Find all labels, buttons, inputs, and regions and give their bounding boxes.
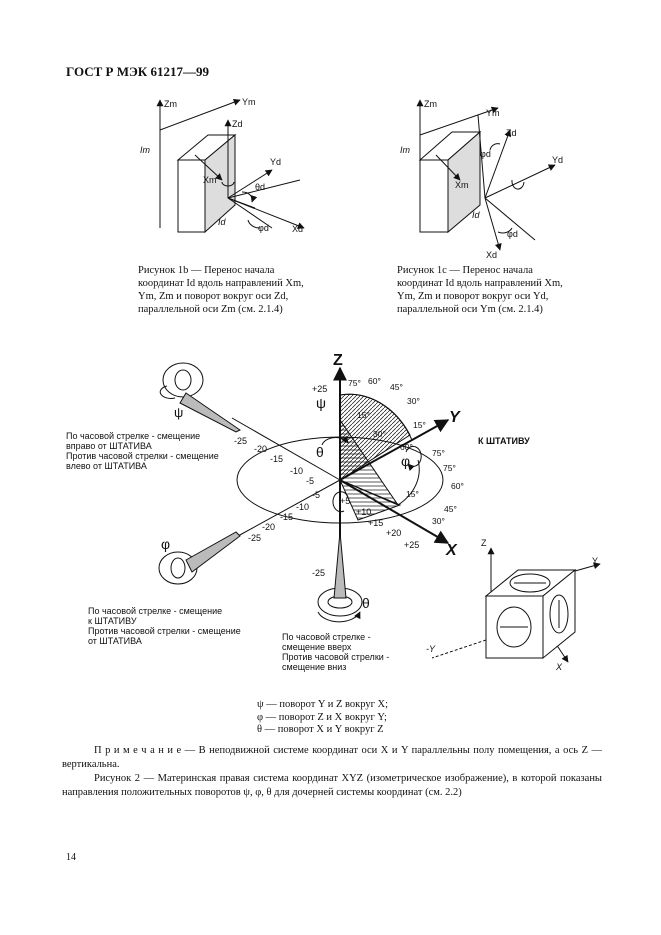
label-xd: Xd [292,224,303,234]
label-ym-c: Ym [486,108,500,118]
theta-screw-text: По часовой стрелке - смещение вверх Прот… [282,632,390,672]
phi-screw-text: По часовой стрелке - смещение к ШТАТИВУ … [88,606,241,646]
sym-psi: ψ [316,395,326,411]
angle-75-right: 75° [432,448,445,458]
sym-phi-screw: φ [161,536,170,552]
angle-60-top: 60° [368,376,381,386]
z-tick-pos: +25 [312,384,327,394]
figure-1c: Zm Ym Im Zd φd Yd Xm Id φd Xd [400,99,563,260]
label-zm: Zm [164,99,177,109]
document-header: ГОСТ Р МЭК 61217—99 [66,64,209,79]
figure-1b-caption: Рисунок 1b — Перенос начала координат Id… [138,265,304,315]
label-phi-d: φd [258,223,269,233]
y-tick-10: +10 [356,507,371,517]
axis-x: X [445,542,458,559]
label-xm-c: Xm [455,180,469,190]
z-tick-neg: -25 [312,568,325,578]
figure-2-caption: Рисунок 2 — Материнская правая система к… [62,773,602,798]
neg-tick-1: -25 [234,436,247,446]
angle-15-inner: 15° [357,410,370,420]
sym-psi-screw: ψ [174,405,183,420]
label-yd-c: Yd [552,155,563,165]
label-ym: Ym [242,97,256,107]
label-zd-c: Zd [506,128,517,138]
label-phid2-c: φd [507,229,518,239]
legend-theta: θ — поворот X и Y вокруг Z [257,724,384,735]
label-zm-c: Zm [424,99,437,109]
label-id: Id [218,217,227,227]
y-tick-5: +5 [340,496,350,506]
neg-tick-4: -10 [290,466,303,476]
axis-z: Z [333,352,343,369]
psi-screw-text: По часовой стрелке - смещение вправо от … [66,431,219,471]
neg-tick-7: -10 [296,502,309,512]
sym-theta: θ [316,444,324,460]
figure-1c-caption: Рисунок 1с — Перенос начала координат Id… [397,265,563,315]
angle-60-right: 75° [443,463,456,473]
angle-45-right: 60° [451,481,464,491]
label-id-c: Id [472,210,481,220]
label-im: Im [140,145,151,155]
sym-phi: φ [401,453,410,469]
neg-tick-9: -20 [262,522,275,532]
cube-axis-x: X [555,662,563,672]
angle-75-lower: 15° [406,489,419,499]
neg-tick-3: -15 [270,454,283,464]
neg-tick-10: -25 [248,533,261,543]
angle-30-inner: 30° [373,429,386,439]
angle-15-right: 30° [432,516,445,526]
legend-psi: ψ — поворот Y и Z вокруг X; [257,699,389,710]
label-xm: Xm [203,175,217,185]
figure-2: Z Y X ψ θ φ ψ φ θ +25 -25 +5 +10 +15 +20… [158,352,601,672]
cube-axis-y: Y [592,556,598,566]
sym-theta-screw: θ [362,595,370,611]
cube-axis-z: Z [481,538,487,548]
to-stand-label: К ШТАТИВУ [478,436,530,446]
label-im-c: Im [400,145,411,155]
angle-30-top: 30° [407,396,420,406]
label-yd: Yd [270,157,281,167]
rotation-legend: ψ — поворот Y и Z вокруг X; φ — поворот … [257,699,447,737]
label-xd-c: Xd [486,250,497,260]
y-tick-15: +15 [368,518,383,528]
label-theta-d: θd [255,182,265,192]
label-zd: Zd [232,119,243,129]
neg-tick-5: -5 [306,476,314,486]
angle-30-right: 45° [444,504,457,514]
note-text: П р и м е ч а н и е — В неподвижной сист… [62,745,602,770]
neg-tick-2: -20 [254,444,267,454]
axis-y: Y [449,409,461,426]
legend-phi: φ — поворот Z и X вокруг Y; [257,711,387,723]
y-tick-20: +20 [386,528,401,538]
angle-15-y: 15° [413,420,426,430]
angle-45-top: 45° [390,382,403,392]
angle-75-top: 75° [348,378,361,388]
page-number: 14 [66,852,76,863]
y-tick-25: +25 [404,540,419,550]
neg-tick-6: -5 [312,490,320,500]
figure-1b: Zm Ym Im Zd Xm Yd θd Id φd Xd [140,97,305,234]
neg-tick-8: -15 [280,512,293,522]
cube-axis-neg-y: -Y [426,644,436,654]
label-phid-c: φd [480,149,491,159]
angle-60-inner: 60° [400,442,413,452]
